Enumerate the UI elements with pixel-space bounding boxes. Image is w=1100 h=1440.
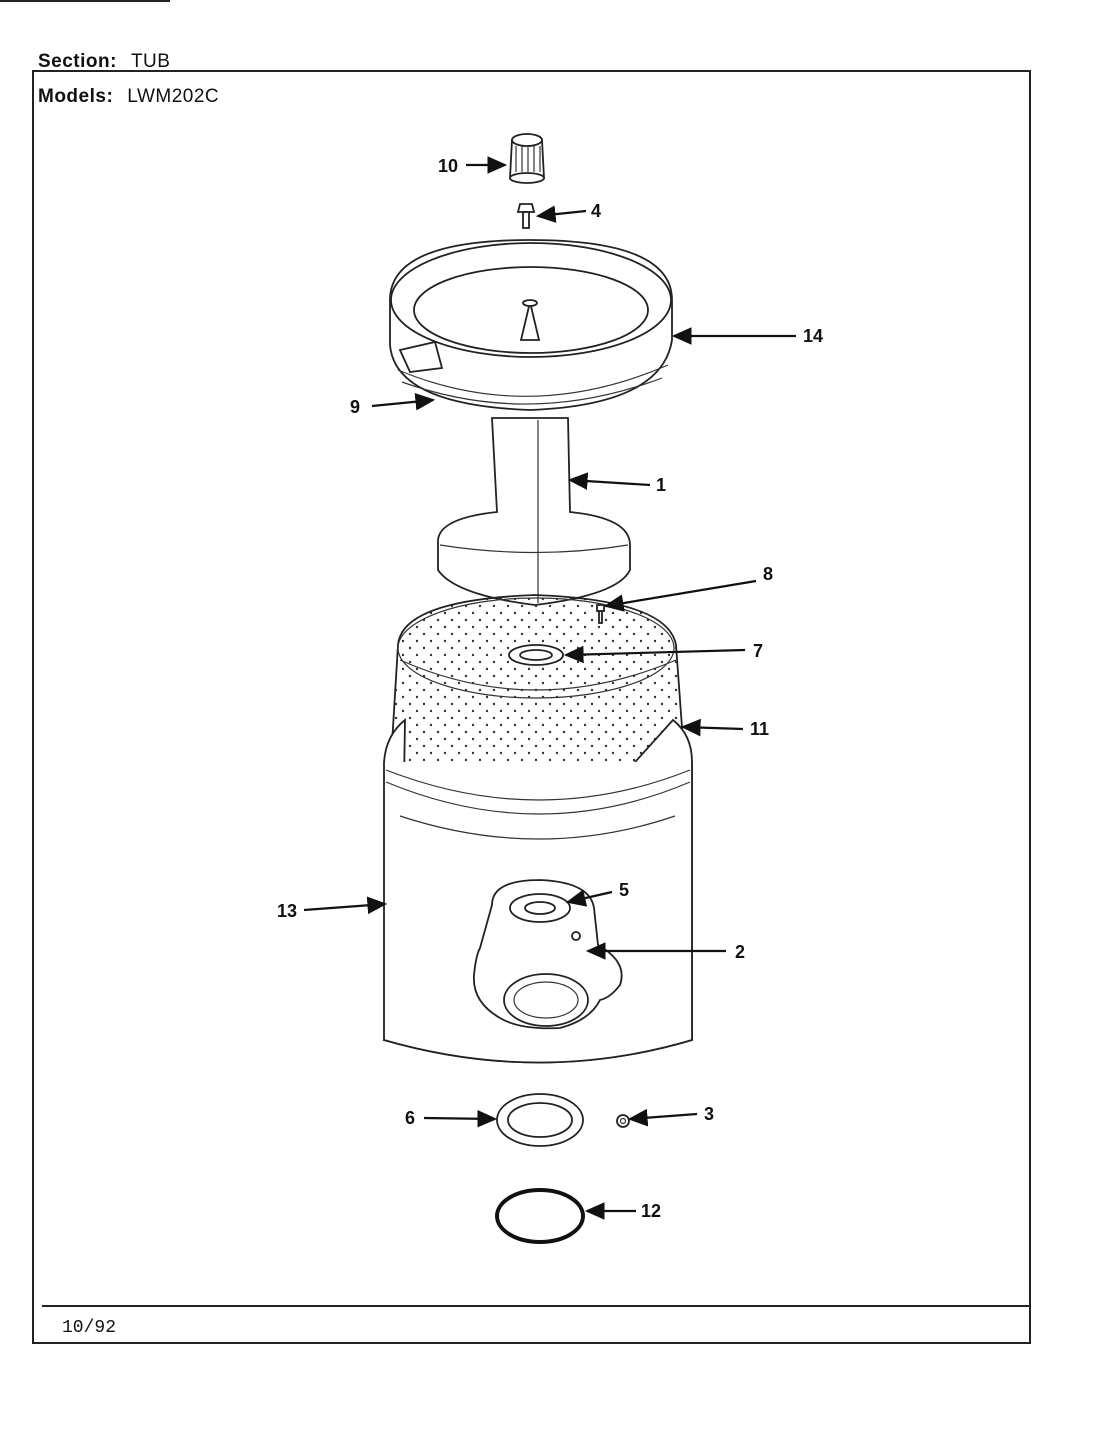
callout-13: 13 xyxy=(277,901,297,921)
part-5-washer xyxy=(509,893,571,923)
callout-14: 14 xyxy=(803,326,823,346)
diagram-frame xyxy=(32,70,1031,1344)
callout-4: 4 xyxy=(591,201,601,221)
models-value: LWM202C xyxy=(127,86,220,107)
callout-6: 6 xyxy=(405,1108,415,1128)
callout-10: 10 xyxy=(438,156,458,176)
section-label: Section: xyxy=(38,51,117,72)
footer-rule xyxy=(42,1305,1031,1307)
section-heading: Section: TUB xyxy=(38,51,170,73)
part-7-seal xyxy=(508,644,564,666)
part-6-flange xyxy=(496,1093,584,1147)
revision-date: 10/92 xyxy=(62,1318,117,1338)
models-heading: Models: LWM202C xyxy=(38,86,219,108)
callout-5: 5 xyxy=(619,880,629,900)
part-4-bolt xyxy=(516,203,536,229)
part-10-cap xyxy=(509,133,545,184)
callout-9: 9 xyxy=(350,397,360,417)
part-9-gasket xyxy=(401,377,663,405)
callout-11: 11 xyxy=(750,719,769,739)
part-3-nut xyxy=(616,1114,630,1128)
leader-6 xyxy=(423,1109,498,1128)
callout-2: 2 xyxy=(735,942,745,962)
callout-3: 3 xyxy=(704,1104,714,1124)
callout-1: 1 xyxy=(656,475,666,495)
leader-3 xyxy=(627,1108,698,1127)
callout-7: 7 xyxy=(753,641,763,661)
callout-labels: 10 4 14 9 1 8 7 11 13 5 2 3 6 12 xyxy=(277,156,823,1221)
leader-4 xyxy=(535,205,587,223)
callout-12: 12 xyxy=(641,1201,661,1221)
part-1-agitator xyxy=(437,417,631,606)
part-2-drain-boss xyxy=(473,879,623,1030)
leader-1 xyxy=(567,472,651,490)
part-12-ring xyxy=(495,1188,585,1244)
leader-8 xyxy=(603,579,757,612)
top-rule xyxy=(0,0,170,2)
leader-9 xyxy=(371,392,436,411)
leader-13 xyxy=(303,896,388,915)
leader-5 xyxy=(565,889,613,907)
leader-7 xyxy=(563,645,746,664)
leader-lines xyxy=(303,156,796,1220)
callout-8: 8 xyxy=(763,564,773,584)
section-value: TUB xyxy=(130,51,171,72)
part-14-tub-cover xyxy=(389,239,673,411)
models-label: Models: xyxy=(38,86,114,107)
leader-11 xyxy=(680,718,744,737)
